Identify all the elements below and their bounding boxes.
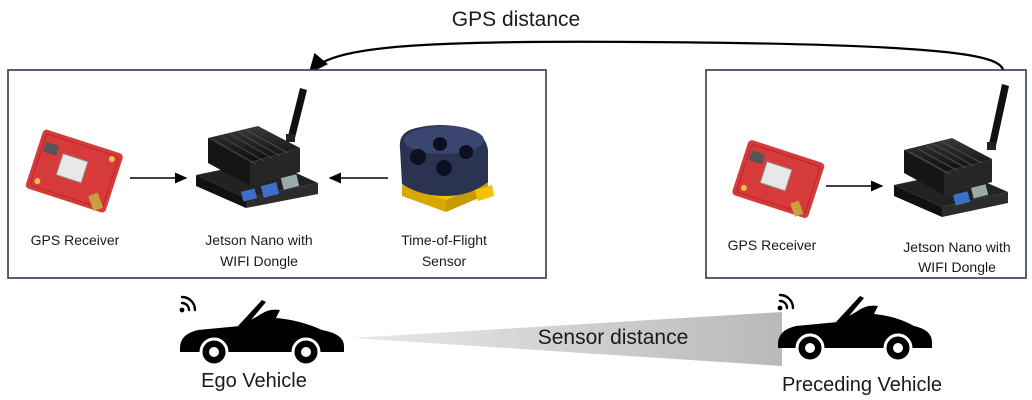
wifi-antenna-icon	[286, 88, 307, 142]
gps-board-icon	[732, 140, 825, 218]
ego-vehicle-label: Ego Vehicle	[201, 370, 307, 392]
gps-antenna-connector-icon	[790, 200, 804, 217]
tof-label-line1: Time-of-Flight	[401, 232, 487, 248]
sensor-distance-label: Sensor distance	[537, 326, 689, 349]
gps-antenna-connector-icon	[88, 192, 104, 212]
ego-jetson-label-line1: Jetson Nano with	[205, 232, 313, 248]
car-icon	[778, 296, 932, 363]
gps-board-icon	[25, 129, 123, 213]
preceding-vehicle-label: Preceding Vehicle	[781, 374, 943, 396]
sensor-distance-cone	[352, 312, 782, 366]
gps-distance-arrow	[308, 40, 1006, 74]
tof-sensor-icon	[399, 125, 494, 212]
wifi-signal-icon	[179, 295, 197, 313]
preceding-jetson-label-line2: WIFI Dongle	[918, 259, 996, 275]
jetson-nano-icon	[894, 138, 1008, 217]
jetson-nano-icon	[196, 126, 318, 208]
ego-gps-receiver-label: GPS Receiver	[30, 232, 120, 248]
ego-jetson-label-line2: WIFI Dongle	[220, 253, 298, 269]
tof-label-line2: Sensor	[421, 253, 467, 269]
preceding-gps-receiver-label: GPS Receiver	[727, 237, 817, 253]
gps-distance-label: GPS distance	[451, 8, 581, 31]
car-icon	[180, 300, 344, 367]
preceding-jetson-label-line1: Jetson Nano with	[903, 239, 1011, 255]
wifi-antenna-icon	[987, 84, 1009, 150]
wifi-signal-icon	[777, 293, 795, 311]
